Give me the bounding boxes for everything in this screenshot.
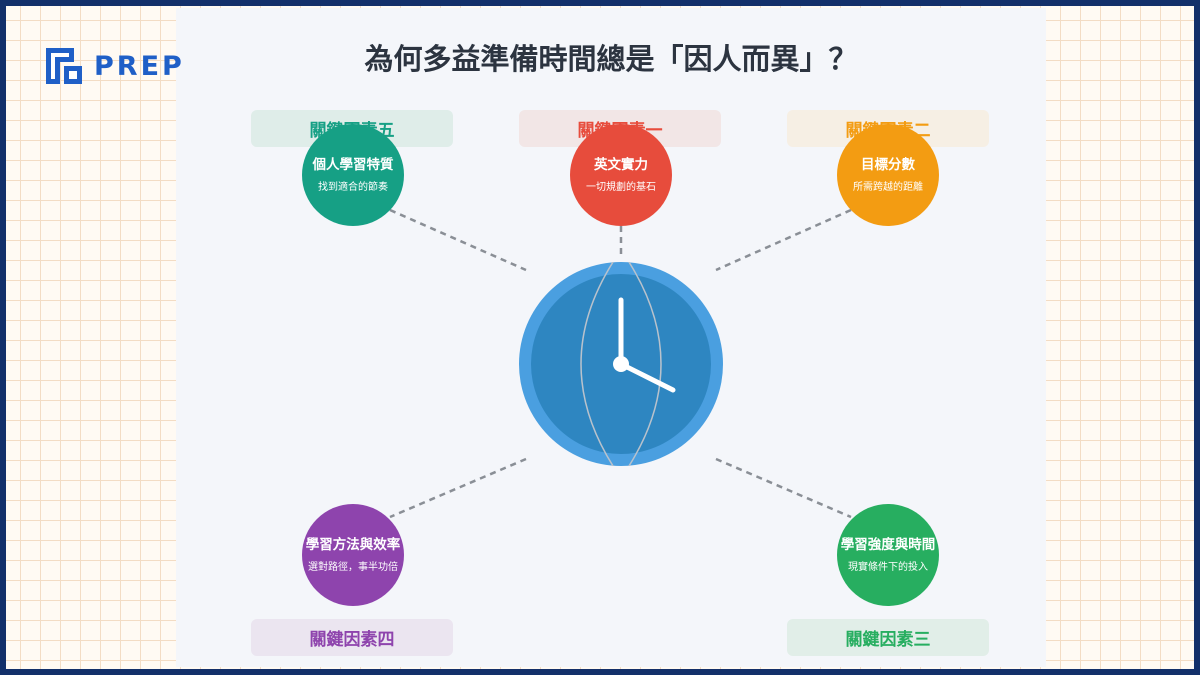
factor-node-5: 個人學習特質 找到適合的節奏	[302, 124, 404, 226]
factor-node-1: 英文實力 一切規劃的基石	[570, 124, 672, 226]
factor-node-3: 學習強度與時間 現實條件下的投入	[837, 504, 939, 606]
factor-subtitle: 所需跨越的距離	[853, 182, 923, 193]
clock-lens-outline	[580, 262, 662, 466]
factor-tag-label: 關鍵因素四	[309, 630, 395, 650]
infographic-panel: 為何多益準備時間總是「因人而異」？ 關鍵因素一 關鍵因素二 關鍵因素三 關鍵因素…	[176, 8, 1046, 667]
connector-factor-3	[715, 457, 852, 519]
connector-factor-2	[715, 208, 852, 272]
clock-center-dot	[613, 356, 629, 372]
connector-factor-5	[389, 208, 527, 272]
connector-lines	[389, 208, 852, 519]
brand-logo: PREP	[44, 46, 185, 86]
clock-hour-hand	[618, 361, 676, 393]
factor-node-4: 學習方法與效率 選對路徑，事半功倍	[302, 504, 404, 606]
page-title: 為何多益準備時間總是「因人而異」？	[364, 42, 858, 76]
factor-subtitle: 現實條件下的投入	[848, 562, 928, 573]
factor-subtitle: 選對路徑，事半功倍	[308, 562, 398, 573]
factor-title: 學習方法與效率	[305, 537, 401, 553]
factor-node-2: 目標分數 所需跨越的距離	[837, 124, 939, 226]
factor-tag-3: 關鍵因素三	[787, 619, 989, 656]
factor-subtitle: 一切規劃的基石	[586, 182, 656, 193]
factor-title: 學習強度與時間	[840, 537, 936, 553]
prep-logo-icon	[46, 48, 82, 84]
factor-subtitle: 找到適合的節奏	[318, 182, 388, 193]
factor-title: 英文實力	[594, 157, 648, 173]
factor-title: 目標分數	[861, 157, 915, 173]
brand-name: PREP	[94, 50, 185, 82]
connector-factor-4	[389, 457, 527, 519]
clock-icon	[519, 262, 723, 466]
factor-tag-4: 關鍵因素四	[251, 619, 453, 656]
factor-tag-label: 關鍵因素三	[845, 630, 931, 650]
factor-title: 個人學習特質	[312, 157, 394, 173]
